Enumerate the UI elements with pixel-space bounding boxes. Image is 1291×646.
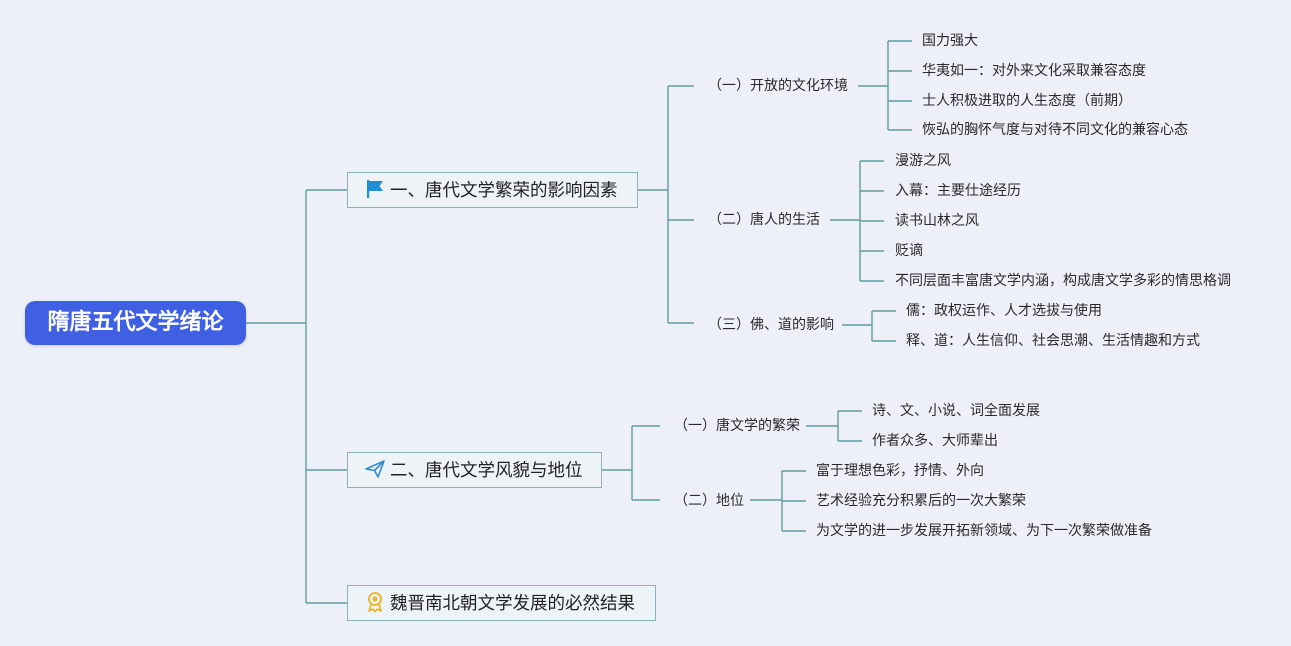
subtopic-open-culture[interactable]: （一）开放的文化环境 — [708, 78, 848, 94]
subtopic-status[interactable]: （二）地位 — [674, 493, 744, 509]
leaf-item[interactable]: 华夷如一：对外来文化采取兼容态度 — [922, 63, 1146, 79]
flag-icon — [367, 180, 383, 198]
leaf-item[interactable]: 贬谪 — [895, 243, 923, 259]
branch-style-and-status[interactable]: 二、唐代文学风貌与地位 — [347, 452, 602, 488]
leaf-item[interactable]: 释、道：人生信仰、社会思潮、生活情趣和方式 — [906, 333, 1200, 349]
leaf-item[interactable]: 儒：政权运作、人才选拔与使用 — [906, 303, 1102, 319]
leaf-item[interactable]: 漫游之风 — [895, 153, 951, 169]
subtopic-tang-life[interactable]: （二）唐人的生活 — [708, 212, 820, 228]
root-topic[interactable]: 隋唐五代文学绪论 — [25, 301, 246, 345]
branch-label: 一、唐代文学繁荣的影响因素 — [390, 181, 618, 201]
award-icon — [368, 592, 382, 613]
leaf-item[interactable]: 士人积极进取的人生态度（前期） — [922, 93, 1132, 109]
leaf-item[interactable]: 恢弘的胸怀气度与对待不同文化的兼容心态 — [922, 122, 1188, 138]
branch-inevitable-result[interactable]: 魏晋南北朝文学发展的必然结果 — [347, 585, 656, 621]
branch-label: 魏晋南北朝文学发展的必然结果 — [390, 594, 635, 614]
leaf-item[interactable]: 作者众多、大师辈出 — [872, 433, 998, 449]
paper-plane-icon — [365, 460, 385, 478]
leaf-item[interactable]: 国力强大 — [922, 33, 978, 49]
leaf-item[interactable]: 读书山林之风 — [895, 213, 979, 229]
leaf-item[interactable]: 诗、文、小说、词全面发展 — [872, 403, 1040, 419]
branch-label: 二、唐代文学风貌与地位 — [390, 461, 583, 481]
subtopic-buddhism-taoism[interactable]: （三）佛、道的影响 — [708, 317, 834, 333]
leaf-item[interactable]: 为文学的进一步发展开拓新领域、为下一次繁荣做准备 — [816, 523, 1152, 539]
branch-influence-factors[interactable]: 一、唐代文学繁荣的影响因素 — [347, 172, 638, 208]
leaf-item[interactable]: 不同层面丰富唐文学内涵，构成唐文学多彩的情思格调 — [895, 273, 1231, 289]
leaf-item[interactable]: 入幕：主要仕途经历 — [895, 183, 1021, 199]
leaf-item[interactable]: 艺术经验充分积累后的一次大繁荣 — [816, 493, 1026, 509]
leaf-item[interactable]: 富于理想色彩，抒情、外向 — [816, 463, 984, 479]
subtopic-tang-prosperity[interactable]: （一）唐文学的繁荣 — [674, 418, 800, 434]
